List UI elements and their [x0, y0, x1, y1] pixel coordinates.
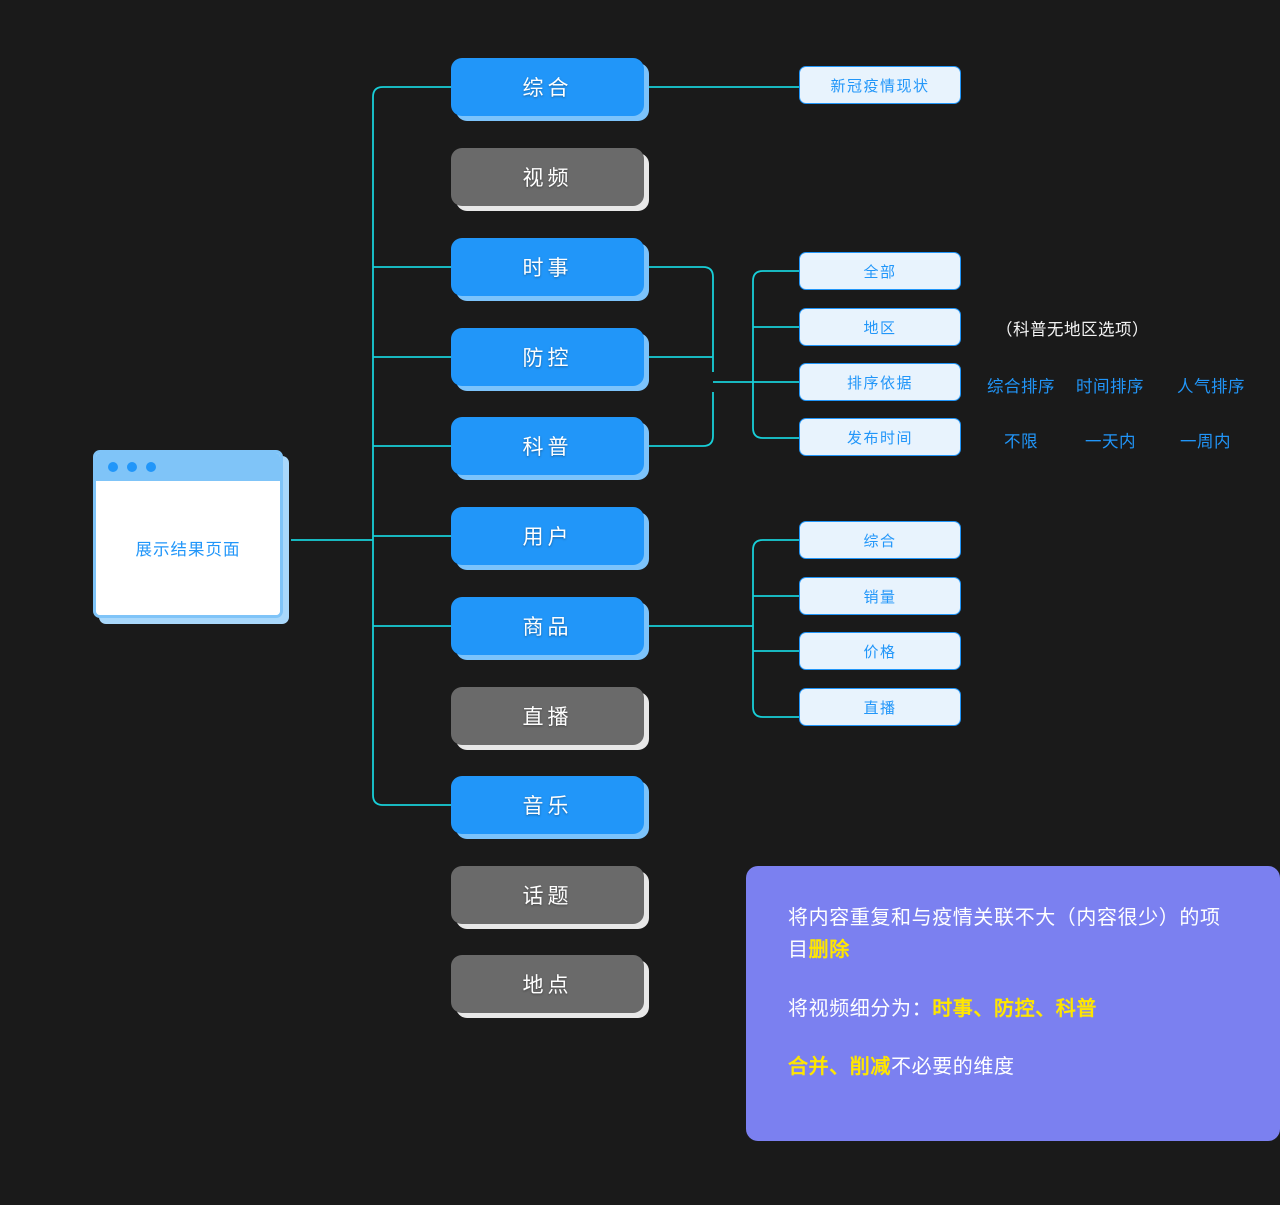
note-line-2-text: 将视频细分为：: [788, 997, 933, 1020]
category-node-fangkong[interactable]: 防控: [451, 328, 644, 386]
window-dot-icon: [108, 462, 118, 472]
note-line-3-highlight: 合并、削减: [788, 1056, 891, 1079]
window-dot-icon: [127, 462, 137, 472]
note-line-2: 将视频细分为：时事、防控、科普: [788, 993, 1238, 1025]
note-line-3: 合并、削减不必要的维度: [788, 1051, 1238, 1083]
category-label: 科普: [522, 436, 573, 459]
category-node-yinyue[interactable]: 音乐: [451, 776, 644, 834]
category-node-shipin[interactable]: 视频: [451, 148, 644, 206]
option-label: 发布时间: [846, 429, 913, 447]
time-option-buxian[interactable]: 不限: [1004, 433, 1038, 451]
option-chip-jiage[interactable]: 价格: [799, 632, 961, 670]
option-chip-paixu-yiju[interactable]: 排序依据: [799, 363, 961, 401]
option-chip-zonghe[interactable]: 综合: [799, 521, 961, 559]
category-node-yonghu[interactable]: 用户: [451, 507, 644, 565]
category-node-shishi[interactable]: 时事: [451, 238, 644, 296]
category-label: 时事: [522, 257, 573, 280]
option-chip-zhibo[interactable]: 直播: [799, 688, 961, 726]
category-node-zhibo[interactable]: 直播: [451, 687, 644, 745]
option-label: 销量: [863, 588, 897, 606]
option-label: 新冠疫情现状: [830, 77, 930, 95]
browser-content: 展示结果页面: [96, 481, 280, 615]
root-node-browser-window[interactable]: 展示结果页面: [93, 450, 283, 618]
browser-titlebar: [96, 453, 280, 481]
note-line-1: 将内容重复和与疫情关联不大（内容很少）的项目删除: [788, 902, 1238, 967]
note-line-2-highlight: 时事、防控、科普: [932, 997, 1098, 1020]
option-chip-diqu[interactable]: 地区: [799, 308, 961, 346]
time-option-yizhounei[interactable]: 一周内: [1180, 433, 1231, 451]
window-dot-icon: [146, 462, 156, 472]
option-label: 综合: [863, 532, 897, 550]
category-label: 直播: [522, 706, 573, 729]
sort-option-renqi-paixu[interactable]: 人气排序: [1177, 378, 1245, 396]
option-chip-xiaoliang[interactable]: 销量: [799, 577, 961, 615]
sort-option-zonghe-paixu[interactable]: 综合排序: [987, 378, 1055, 396]
note-line-3-text: 不必要的维度: [891, 1056, 1015, 1079]
option-chip-xinguan-yiqing-xianzhuang[interactable]: 新冠疫情现状: [799, 66, 961, 104]
option-label: 排序依据: [846, 374, 913, 392]
option-label: 全部: [863, 263, 897, 281]
category-label: 话题: [522, 885, 573, 908]
category-node-didian[interactable]: 地点: [451, 955, 644, 1013]
category-node-shangpin[interactable]: 商品: [451, 597, 644, 655]
note-card: 将内容重复和与疫情关联不大（内容很少）的项目删除 将视频细分为：时事、防控、科普…: [746, 866, 1280, 1141]
sort-option-shijian-paixu[interactable]: 时间排序: [1076, 378, 1144, 396]
category-node-huati[interactable]: 话题: [451, 866, 644, 924]
note-line-1-text: 将内容重复和与疫情关联不大（内容很少）的项目: [788, 907, 1221, 962]
category-label: 防控: [522, 347, 573, 370]
category-label: 地点: [522, 974, 573, 997]
category-node-kepu[interactable]: 科普: [451, 417, 644, 475]
option-label: 直播: [863, 699, 897, 717]
option-label: 价格: [863, 643, 897, 661]
root-node-label: 展示结果页面: [135, 541, 241, 559]
option-chip-fabu-shijian[interactable]: 发布时间: [799, 418, 961, 456]
category-label: 综合: [522, 77, 573, 100]
category-label: 音乐: [522, 795, 573, 818]
annotation-region-note: （科普无地区选项）: [996, 321, 1149, 339]
category-label: 视频: [522, 167, 573, 190]
category-node-zonghe[interactable]: 综合: [451, 58, 644, 116]
option-label: 地区: [863, 319, 897, 337]
category-label: 商品: [522, 616, 573, 639]
option-chip-quanbu[interactable]: 全部: [799, 252, 961, 290]
time-option-yitiannei[interactable]: 一天内: [1085, 433, 1136, 451]
category-label: 用户: [522, 526, 573, 549]
note-line-1-highlight: 删除: [808, 939, 850, 962]
